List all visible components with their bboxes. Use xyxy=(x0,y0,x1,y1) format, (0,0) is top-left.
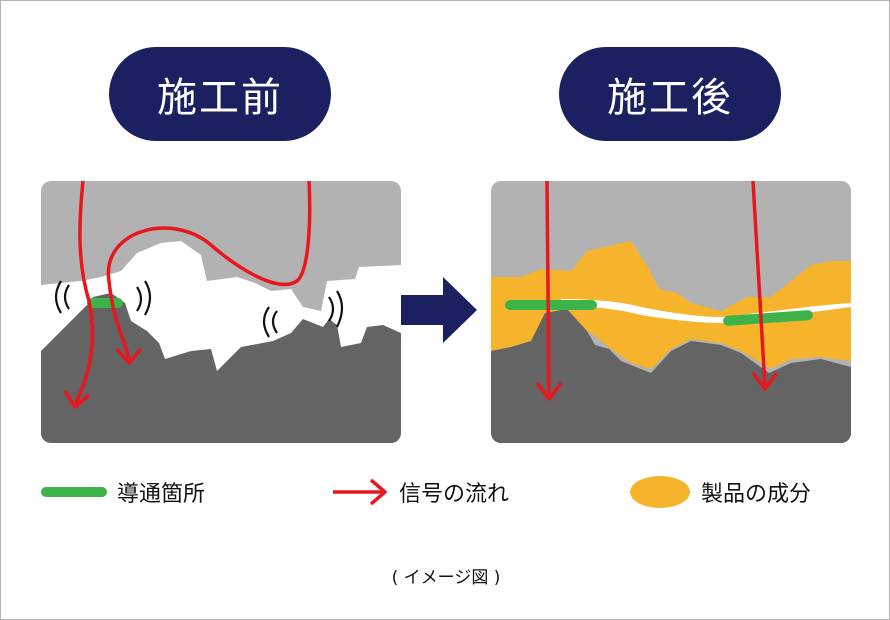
vibration-mark-left xyxy=(54,280,70,314)
figure-caption: ( イメージ図 ) xyxy=(391,568,501,588)
legend-signal-label: 信号の流れ xyxy=(399,482,510,507)
legend-product-label: 製品の成分 xyxy=(701,482,812,507)
before-illustration xyxy=(41,181,401,443)
legend-contact-label: 導通箇所 xyxy=(117,482,206,507)
signal-path-left-arrowhead xyxy=(535,381,563,401)
legend-contact: 導通箇所 xyxy=(41,473,205,511)
vibration-mark-center-right xyxy=(328,290,344,328)
vibration-mark-right xyxy=(136,280,152,316)
signal-arrow-icon xyxy=(333,478,387,506)
heading-after-text: 施工後 xyxy=(607,75,733,121)
heading-after-pill: 施工後 xyxy=(559,47,781,141)
legend-product: 製品の成分 xyxy=(629,473,811,511)
signal-path-2 xyxy=(106,181,312,360)
before-to-after-arrow xyxy=(401,277,477,343)
contact-swatch-icon xyxy=(41,487,107,497)
vibration-mark-center-left xyxy=(262,306,278,338)
heading-before-text: 施工前 xyxy=(157,75,283,121)
product-swatch-icon xyxy=(630,476,690,508)
contact-point xyxy=(87,298,123,308)
legend-signal: 信号の流れ xyxy=(331,473,509,511)
signal-path-1-arrowhead xyxy=(63,390,91,409)
signal-path-right xyxy=(751,181,767,388)
after-illustration xyxy=(491,181,851,443)
lower-surface xyxy=(491,309,851,443)
contact-point-left xyxy=(505,300,597,310)
signal-path-right-arrowhead xyxy=(751,371,779,391)
signal-path-1 xyxy=(73,181,95,406)
upper-surface-notch xyxy=(41,261,101,285)
lower-surface xyxy=(41,293,401,443)
contact-point-right xyxy=(723,310,813,326)
heading-before-pill: 施工前 xyxy=(109,47,331,141)
signal-path-left xyxy=(545,181,551,398)
signal-path-2-arrowhead xyxy=(115,347,143,365)
